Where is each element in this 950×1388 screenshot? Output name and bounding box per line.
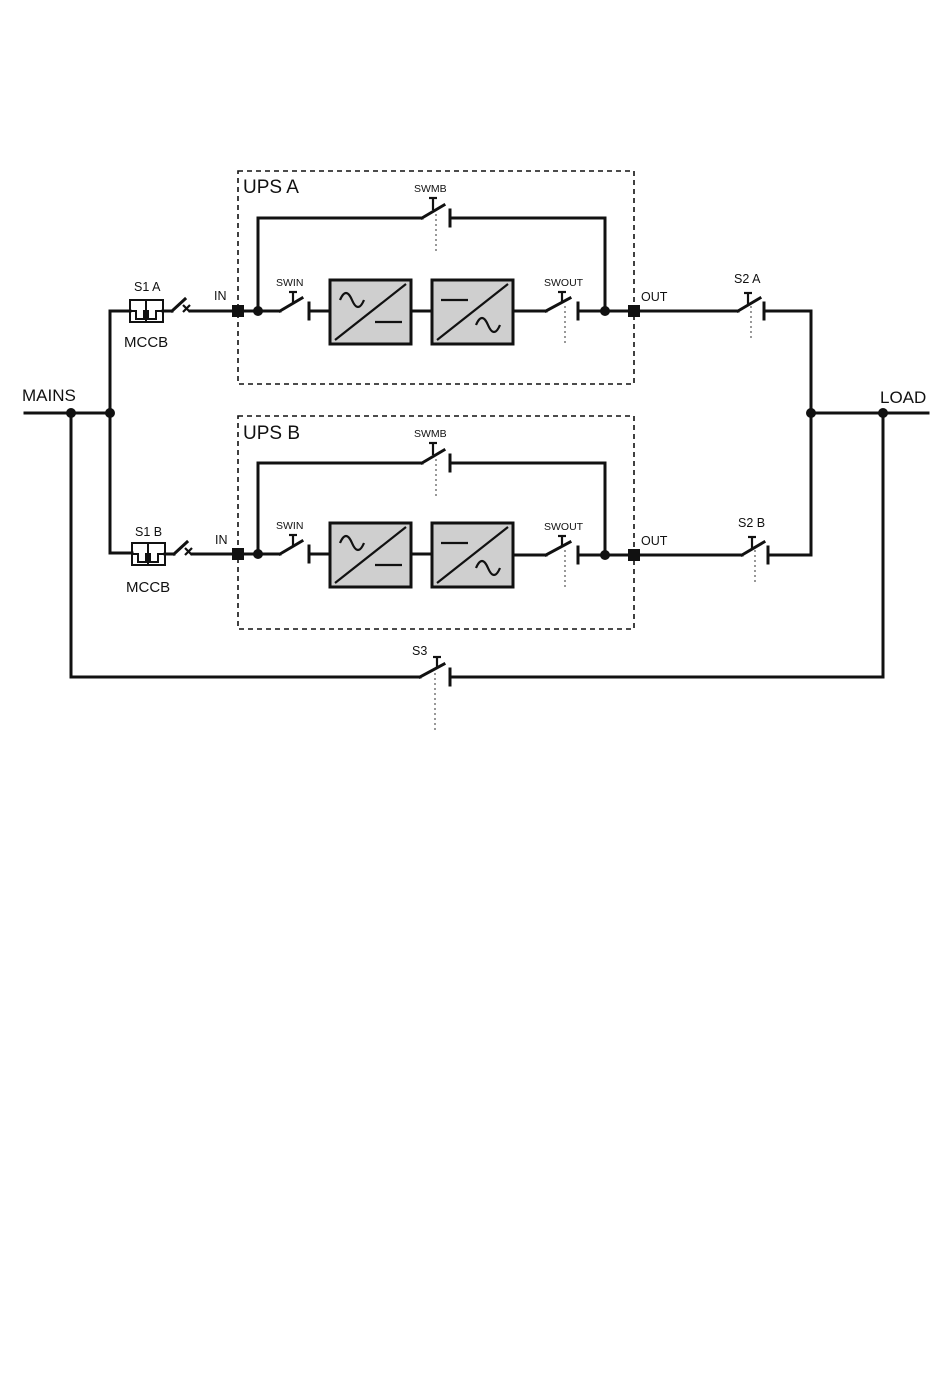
ups-b-in-label: IN <box>215 533 228 547</box>
s2b-label: S2 B <box>738 516 765 530</box>
load-bus <box>764 311 928 677</box>
ups-b-swin-label: SWIN <box>276 520 303 532</box>
ups-b-rectifier-block <box>330 523 411 587</box>
ups-b-swmb-label: SWMB <box>414 428 447 440</box>
ups-a-rectifier-block <box>330 280 411 344</box>
s3-label: S3 <box>412 644 427 658</box>
ups-a-out-label: OUT <box>641 290 668 304</box>
mains-bus <box>25 311 132 677</box>
ups-a-swin-label: SWIN <box>276 277 303 289</box>
ups-b-swin-switch <box>280 535 330 562</box>
ups-a-swin-switch <box>280 292 330 319</box>
ups-a-in-label: IN <box>214 289 227 303</box>
s3-bypass-switch <box>71 657 883 733</box>
ups-b-title: UPS B <box>243 423 300 444</box>
ups-b-out-label: OUT <box>641 534 668 548</box>
ups-b-swout-label: SWOUT <box>544 521 584 533</box>
s1b-label: S1 B <box>135 525 162 539</box>
ups-a-inverter-block <box>432 280 513 344</box>
ups-b-in-terminal <box>232 548 244 560</box>
s1a-type-label: MCCB <box>124 334 168 351</box>
ups-a-swmb-label: SWMB <box>414 183 447 195</box>
ups-a-out-terminal <box>628 305 640 317</box>
ups-b-swmb-switch <box>422 443 605 496</box>
s1a-label: S1 A <box>134 280 161 294</box>
branch-b: S1 B MCCB UPS B IN OUT SWMB <box>126 416 768 629</box>
ups-a-swout-label: SWOUT <box>544 277 584 289</box>
s2a-label: S2 A <box>734 272 761 286</box>
ups-a-swout-switch <box>546 292 628 346</box>
branch-a: S1 A MCCB UPS A IN OUT SWMB <box>124 171 764 384</box>
ups-b-swout-switch <box>546 536 628 590</box>
ups-a-in-terminal <box>232 305 244 317</box>
mains-label: MAINS <box>22 386 76 405</box>
ups-a-title: UPS A <box>243 177 299 198</box>
load-label: LOAD <box>880 388 926 407</box>
ups-b-out-terminal <box>628 549 640 561</box>
s1b-type-label: MCCB <box>126 579 170 596</box>
ups-b-inverter-block <box>432 523 513 587</box>
ups-a-swmb-switch <box>422 198 605 254</box>
